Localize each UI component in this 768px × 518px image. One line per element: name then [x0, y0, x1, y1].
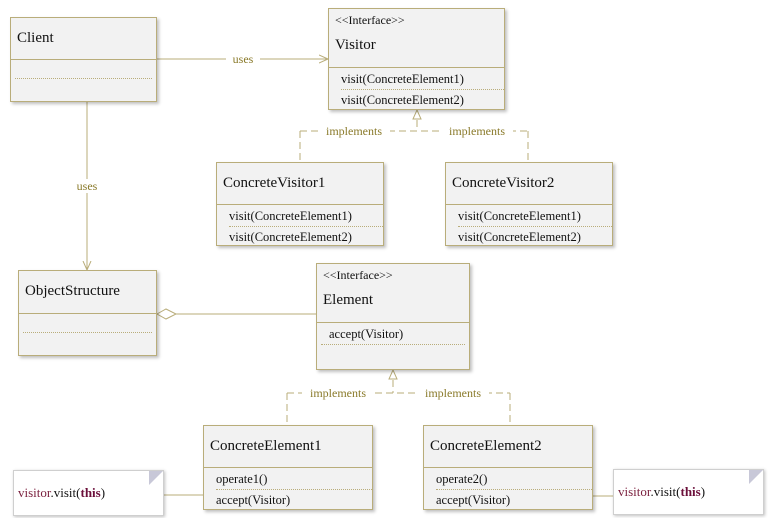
concrete-visitor2-name: ConcreteVisitor2 [452, 175, 555, 191]
note-left-close: ) [100, 485, 106, 500]
note-right-keyword: this [680, 484, 701, 499]
note-left-keyword: this [80, 485, 101, 500]
note-fold-icon [149, 471, 163, 485]
implements-cv1-label: implements [326, 124, 382, 138]
element-interface-name: Element [323, 292, 373, 308]
concrete-visitor1-method: visit(ConcreteElement1) [229, 209, 352, 223]
implements-ce1-label: implements [310, 386, 366, 400]
concrete-visitor1-name: ConcreteVisitor1 [223, 175, 326, 191]
note-left-call: visit( [53, 485, 81, 500]
visitor-method: visit(ConcreteElement2) [341, 89, 504, 110]
uses-client-objectstructure-label: uses [77, 179, 98, 193]
note-left-dot: . [50, 485, 54, 500]
concrete-element2-method: accept(Visitor) [436, 489, 592, 510]
note-left-obj: visitor [18, 485, 51, 500]
concrete-element1-methods: operate1() accept(Visitor) [204, 468, 372, 510]
note-right-obj: visitor [618, 484, 651, 499]
note-right[interactable]: visitor.visit(this) [613, 469, 764, 515]
concrete-visitor1-method: visit(ConcreteElement2) [229, 226, 383, 247]
implements-cv2-label: implements [449, 124, 505, 138]
note-left-text: visitor.visit(this) [18, 485, 105, 501]
element-methods: accept(Visitor) [317, 323, 469, 344]
client-operations-divider [15, 78, 152, 79]
concrete-element1-method: accept(Visitor) [216, 489, 372, 510]
concrete-visitor2-method: visit(ConcreteElement1) [458, 209, 581, 223]
visitor-method: visit(ConcreteElement1) [341, 72, 464, 86]
concrete-element2-name: ConcreteElement2 [430, 438, 542, 454]
element-interface[interactable]: <<Interface>> Element accept(Visitor) [316, 263, 470, 370]
note-fold-icon [749, 470, 763, 484]
concrete-visitor2-methods: visit(ConcreteElement1) visit(ConcreteEl… [446, 205, 612, 247]
object-structure-name: ObjectStructure [25, 283, 120, 299]
element-inheritance-triangle [388, 368, 398, 380]
concrete-element2-methods: operate2() accept(Visitor) [424, 468, 592, 510]
uses-client-visitor-label: uses [233, 52, 254, 66]
visitor-interface-name: Visitor [335, 37, 376, 53]
object-structure-operations-divider [23, 332, 152, 333]
note-right-close: ) [700, 484, 706, 499]
concrete-visitor2-method: visit(ConcreteElement2) [458, 226, 612, 247]
visitor-inheritance-triangle [412, 108, 422, 120]
note-right-text: visitor.visit(this) [618, 484, 705, 500]
aggregation-diamond [155, 308, 178, 320]
visitor-methods: visit(ConcreteElement1) visit(ConcreteEl… [329, 68, 504, 110]
client-class[interactable]: Client [10, 17, 157, 102]
element-methods-divider [321, 344, 465, 345]
concrete-visitor1-methods: visit(ConcreteElement1) visit(ConcreteEl… [217, 205, 383, 247]
client-class-name: Client [17, 30, 54, 46]
implements-ce2-label: implements [425, 386, 481, 400]
concrete-element1-class[interactable]: ConcreteElement1 operate1() accept(Visit… [203, 425, 373, 510]
concrete-element2-method: operate2() [436, 472, 488, 486]
concrete-element2-class[interactable]: ConcreteElement2 operate2() accept(Visit… [423, 425, 593, 510]
note-right-dot: . [650, 484, 654, 499]
concrete-visitor2-class[interactable]: ConcreteVisitor2 visit(ConcreteElement1)… [445, 162, 613, 246]
concrete-element1-name: ConcreteElement1 [210, 438, 322, 454]
element-stereotype: <<Interface>> [323, 268, 393, 282]
visitor-stereotype: <<Interface>> [335, 13, 405, 27]
object-structure-attributes [19, 314, 156, 332]
note-right-call: visit( [653, 484, 681, 499]
element-method: accept(Visitor) [329, 327, 404, 341]
object-structure-class[interactable]: ObjectStructure [18, 270, 157, 356]
visitor-interface[interactable]: <<Interface>> Visitor visit(ConcreteElem… [328, 8, 505, 110]
client-attributes [11, 60, 156, 78]
concrete-visitor1-class[interactable]: ConcreteVisitor1 visit(ConcreteElement1)… [216, 162, 384, 246]
note-left[interactable]: visitor.visit(this) [13, 470, 164, 516]
concrete-element1-method: operate1() [216, 472, 268, 486]
